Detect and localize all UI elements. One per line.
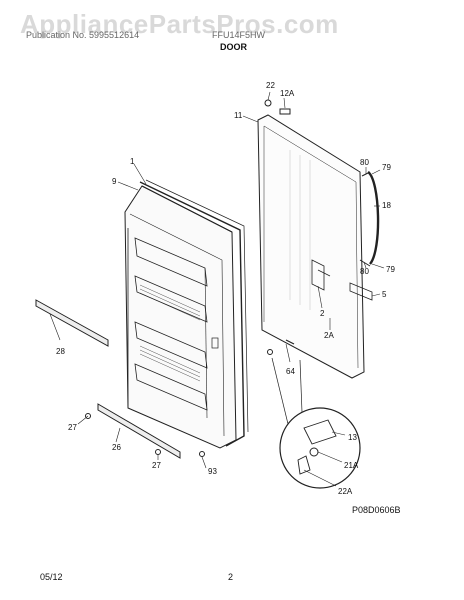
callout-26: 26 bbox=[112, 443, 121, 452]
detail-circle bbox=[271, 357, 361, 489]
model-number: FFU14F5HW bbox=[212, 30, 266, 40]
footer-page-number: 2 bbox=[228, 572, 234, 582]
footer-date: 05/12 bbox=[40, 572, 63, 582]
section-title: DOOR bbox=[220, 42, 247, 52]
plug-icon bbox=[279, 108, 291, 115]
screw-icon bbox=[267, 349, 273, 355]
door-handle bbox=[359, 171, 380, 267]
callout-28: 28 bbox=[56, 347, 65, 356]
screw-icon bbox=[199, 451, 205, 457]
callout-1: 1 bbox=[130, 157, 135, 166]
callout-79-upper: 79 bbox=[382, 163, 391, 172]
screw-icon bbox=[264, 99, 272, 107]
callout-80-lower: 80 bbox=[360, 267, 369, 276]
publication-number: Publication No. 5995512614 bbox=[26, 30, 140, 40]
watermark: AppliancePartsPros.com bbox=[20, 9, 339, 39]
screw-icon bbox=[85, 413, 91, 419]
door-liner bbox=[124, 179, 249, 449]
callout-labels: 1 9 28 27 26 27 93 22 12A 11 80 79 18 80… bbox=[56, 81, 395, 496]
screw-icon bbox=[155, 449, 161, 455]
callout-2a: 2A bbox=[324, 331, 334, 340]
callout-22a: 22A bbox=[338, 487, 353, 496]
callout-2: 2 bbox=[320, 309, 325, 318]
callout-79-lower: 79 bbox=[386, 265, 395, 274]
callout-13: 13 bbox=[348, 433, 357, 442]
diagram-code: P08D0606B bbox=[352, 505, 401, 515]
callout-64: 64 bbox=[286, 367, 295, 376]
leader-lines bbox=[49, 91, 385, 487]
bumper-icon bbox=[285, 339, 295, 345]
callout-5: 5 bbox=[382, 290, 387, 299]
callout-27-lower: 27 bbox=[152, 461, 161, 470]
callout-21a: 21A bbox=[344, 461, 359, 470]
callout-9: 9 bbox=[112, 177, 117, 186]
callout-93: 93 bbox=[208, 467, 217, 476]
outer-door-panel bbox=[257, 114, 365, 379]
callout-11: 11 bbox=[234, 111, 243, 120]
callout-12a: 12A bbox=[280, 89, 295, 98]
callout-22: 22 bbox=[266, 81, 275, 90]
callout-80-upper: 80 bbox=[360, 158, 369, 167]
callout-18: 18 bbox=[382, 201, 391, 210]
kick-plate-bottom bbox=[97, 403, 181, 459]
hinge-bracket bbox=[311, 259, 373, 301]
kick-plate-left bbox=[35, 299, 109, 347]
callout-27-upper: 27 bbox=[68, 423, 77, 432]
